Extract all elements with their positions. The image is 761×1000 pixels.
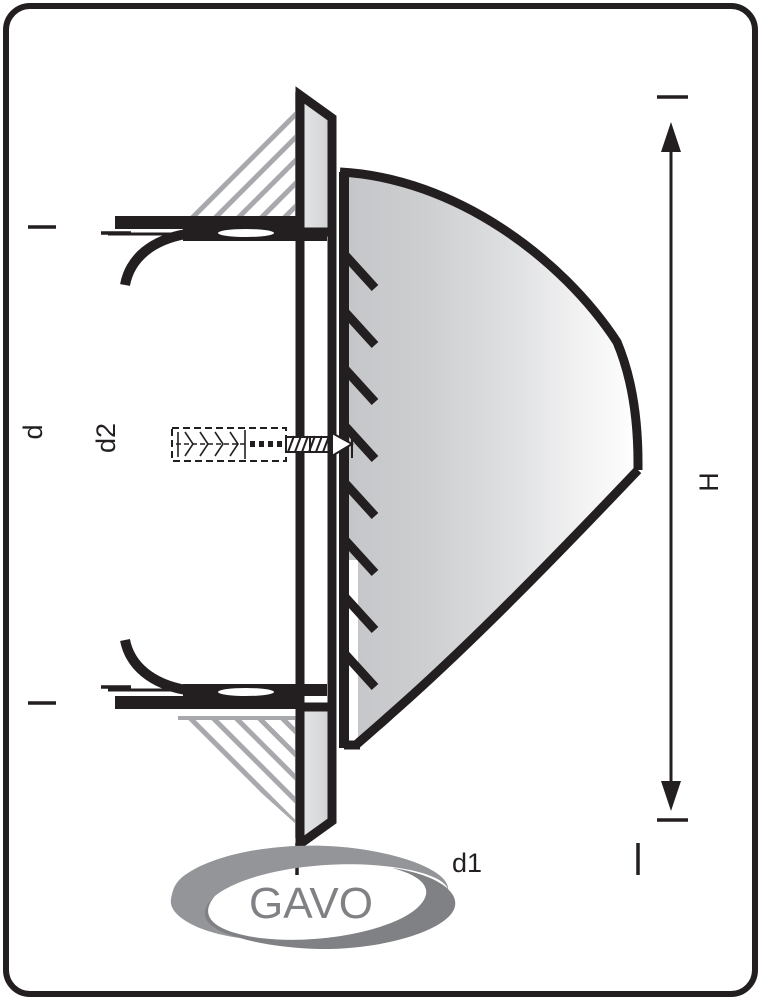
vent-cowl-outline bbox=[339, 167, 643, 470]
duct-spigot-bottom-wall bbox=[115, 696, 301, 709]
louver-slat bbox=[341, 536, 379, 577]
mounting-screw bbox=[285, 430, 355, 458]
dimension-label-H: H bbox=[694, 472, 724, 492]
wall-hatch-bottom bbox=[178, 718, 297, 825]
duct-spigot-top-wall bbox=[115, 216, 301, 229]
duct-flange-curve-top bbox=[120, 229, 187, 287]
mounting-back-plate-upper bbox=[295, 86, 337, 237]
duct-spigot-top-seal bbox=[218, 229, 274, 237]
logo-swoosh-shape-lower bbox=[204, 868, 456, 950]
duct-spigot-bottom-seal bbox=[218, 688, 274, 696]
dimension-ticks-right bbox=[657, 95, 688, 822]
louver-slat bbox=[341, 365, 379, 406]
louver-slat bbox=[341, 422, 379, 463]
dimension-label-d1: d1 bbox=[452, 848, 482, 878]
dimension-ticks-left bbox=[28, 225, 131, 705]
louver-slat bbox=[341, 650, 379, 691]
mounting-back-plate-middle bbox=[295, 227, 337, 712]
dimension-label-d: d bbox=[18, 424, 48, 439]
louver-slat-group bbox=[341, 251, 379, 691]
duct-flange-curve-bottom bbox=[120, 638, 187, 695]
wall-plug-dowel bbox=[171, 427, 287, 462]
gavo-logo: GAVO bbox=[170, 845, 456, 950]
louver-slat bbox=[341, 308, 379, 349]
vent-cowl-lower-curve bbox=[354, 466, 642, 748]
logo-swoosh-shape bbox=[170, 845, 449, 938]
louver-slat bbox=[341, 251, 379, 292]
drawing-frame bbox=[3, 3, 758, 997]
mounting-back-plate-lower bbox=[295, 702, 337, 853]
vent-cowl-body bbox=[340, 172, 638, 745]
louver-slat bbox=[341, 479, 379, 520]
dimension-arrow-H bbox=[661, 122, 681, 811]
logo-wordmark: GAVO bbox=[249, 879, 373, 928]
dimension-label-d2: d2 bbox=[91, 423, 121, 453]
louver-slat bbox=[341, 593, 379, 634]
